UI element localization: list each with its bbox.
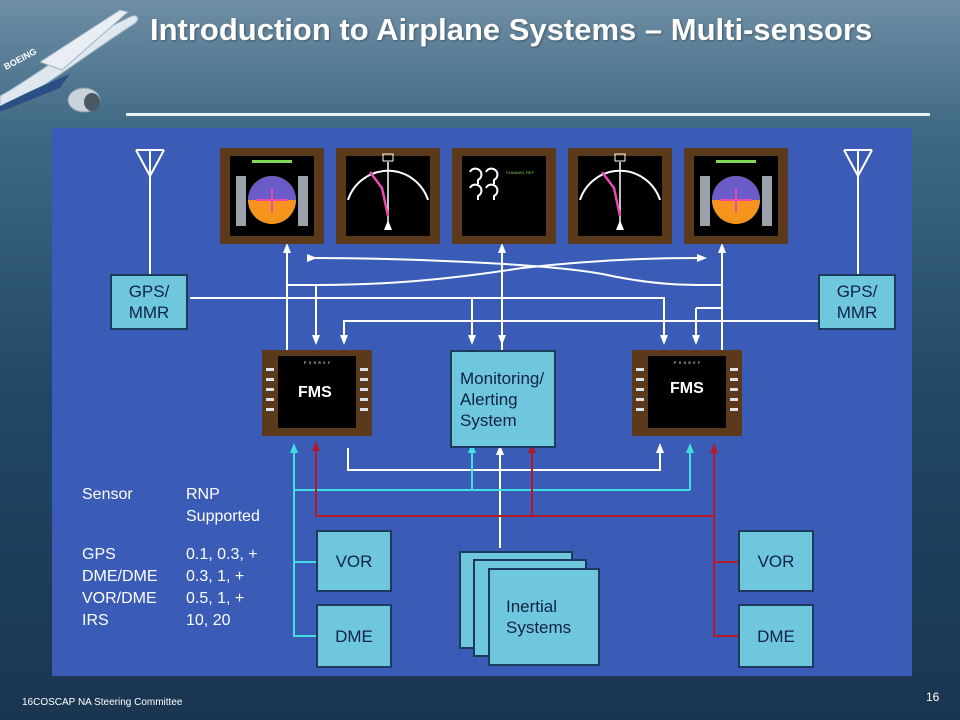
display-pfd-left bbox=[220, 148, 324, 244]
inertial-systems-box: Inertial Systems bbox=[488, 568, 600, 666]
slide-title: Introduction to Airplane Systems – Multi… bbox=[150, 12, 873, 47]
antenna-left-icon bbox=[135, 149, 165, 276]
svg-text:P O S R E F: P O S R E F bbox=[304, 362, 331, 366]
rnp-header-sensor: Sensor bbox=[82, 486, 133, 503]
rnp-sensor-dme-dme: DME/DME bbox=[82, 568, 158, 585]
rnp-value-vor-dme: 0.5, 1, + bbox=[186, 590, 245, 607]
rnp-sensor-vor-dme: VOR/DME bbox=[82, 590, 157, 607]
display-eicas: CHANNEL REF bbox=[452, 148, 556, 244]
antenna-right-icon bbox=[843, 149, 873, 276]
footer-text: 16COSCAP NA Steering Committee bbox=[22, 697, 183, 708]
vor-box-right: VOR bbox=[738, 530, 814, 592]
svg-text:CHANNEL REF: CHANNEL REF bbox=[506, 170, 535, 175]
title-divider bbox=[126, 113, 930, 116]
fms-cdu-left: P O S R E F bbox=[262, 350, 372, 436]
data-lines-cyan bbox=[290, 443, 694, 637]
rnp-value-dme-dme: 0.3, 1, + bbox=[186, 568, 245, 585]
monitoring-alerting-box: Monitoring/ Alerting System bbox=[450, 350, 556, 448]
boeing-logo: BOEING bbox=[2, 46, 38, 72]
rnp-value-gps: 0.1, 0.3, + bbox=[186, 546, 258, 563]
fms-left-label: FMS bbox=[298, 384, 332, 401]
display-pfd-right bbox=[684, 148, 788, 244]
display-nd-right bbox=[568, 148, 672, 244]
vor-box-left: VOR bbox=[316, 530, 392, 592]
data-lines-red bbox=[312, 441, 738, 637]
rnp-value-irs: 10, 20 bbox=[186, 612, 231, 629]
rnp-sensor-irs: IRS bbox=[82, 612, 109, 629]
page-number: 16 bbox=[926, 690, 940, 704]
data-lines-white bbox=[190, 243, 820, 548]
airplane-image: BOEING bbox=[0, 9, 139, 113]
gps-mmr-box-left: GPS/ MMR bbox=[110, 274, 188, 330]
diagram-panel: CHANNEL REF bbox=[52, 128, 912, 676]
gps-mmr-box-right: GPS/ MMR bbox=[818, 274, 896, 330]
svg-text:P O S R E F: P O S R E F bbox=[674, 362, 701, 366]
display-nd-left bbox=[336, 148, 440, 244]
rnp-header-supported: RNP Supported bbox=[186, 486, 260, 525]
dme-box-right: DME bbox=[738, 604, 814, 668]
rnp-sensor-gps: GPS bbox=[82, 546, 116, 563]
dme-box-left: DME bbox=[316, 604, 392, 668]
fms-cdu-right: P O S R E F bbox=[632, 350, 742, 436]
fms-right-label: FMS bbox=[670, 380, 704, 397]
